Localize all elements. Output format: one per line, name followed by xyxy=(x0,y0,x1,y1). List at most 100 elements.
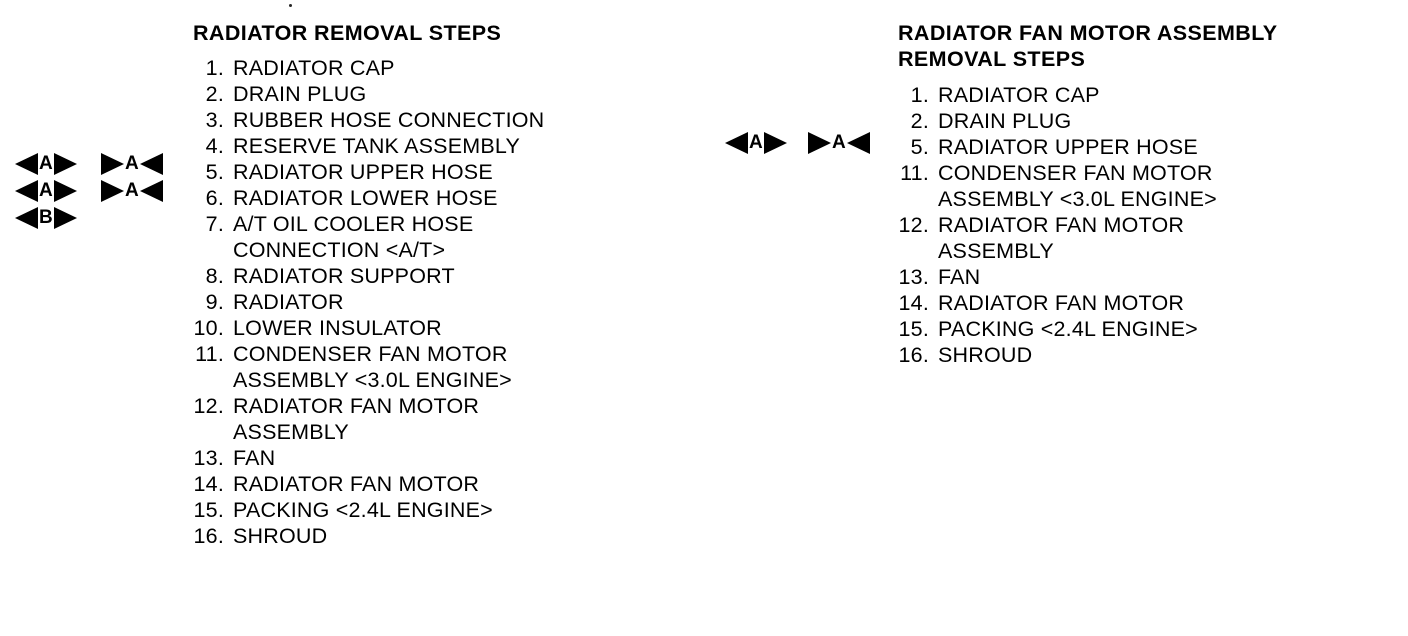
radiator-removal-step-item: 15.PACKING <2.4L ENGINE> xyxy=(186,497,656,523)
triangle-left-icon xyxy=(846,132,870,154)
fan-motor-removal-step-item: 1. RADIATOR CAP xyxy=(891,82,1371,108)
fan-motor-removal-step-item: 12. RADIATOR FAN MOTOR ASSEMBLY xyxy=(891,212,1371,264)
fan-motor-removal-step-item-number: 15. xyxy=(898,317,929,341)
fan-motor-removal-step-item-label: RADIATOR UPPER HOSE xyxy=(938,135,1198,159)
radiator-removal-step-item-number: 1. xyxy=(205,56,224,80)
radiator-removal-step-item-number: 5. xyxy=(205,160,224,184)
triangle-right-icon xyxy=(53,153,77,175)
radiator-removal-step-item-number: 15. xyxy=(193,498,224,522)
fan-motor-removal-step-item-number: 12. xyxy=(898,213,929,237)
radiator-removal-step-item-number: 7. xyxy=(205,212,224,236)
fan-motor-removal-step-item-number: 2. xyxy=(910,109,929,133)
radiator-removal-step-item-label: RUBBER HOSE CONNECTION xyxy=(233,108,545,132)
marker-letter: A xyxy=(125,153,139,174)
triangle-right-icon xyxy=(53,180,77,202)
reference-marker-a-outward: A xyxy=(725,132,787,154)
radiator-removal-step-item-label: CONDENSER FAN MOTOR ASSEMBLY <3.0L ENGIN… xyxy=(233,342,512,392)
triangle-right-icon xyxy=(763,132,787,154)
reference-marker-a-inward: A xyxy=(101,153,163,175)
radiator-removal-step-item-number: 2. xyxy=(205,82,224,106)
triangle-left-icon xyxy=(725,132,748,154)
scan-speck-artifact xyxy=(289,4,292,7)
radiator-removal-step-item-number: 4. xyxy=(205,134,224,158)
fan-motor-removal-step-item-label: FAN xyxy=(938,265,981,289)
triangle-left-icon xyxy=(15,207,38,229)
radiator-removal-step-item-number: 12. xyxy=(193,394,224,418)
fan-motor-removal-step-item-number: 1. xyxy=(910,83,929,107)
radiator-removal-step-item: 4. RESERVE TANK ASSEMBLY xyxy=(186,133,656,159)
radiator-removal-step-item-number: 10. xyxy=(193,316,224,340)
triangle-right-icon xyxy=(53,207,77,229)
fan-motor-removal-step-item-number: 13. xyxy=(898,265,929,289)
radiator-removal-step-item-label: RADIATOR CAP xyxy=(233,56,395,80)
radiator-removal-step-item-label: SHROUD xyxy=(233,524,328,548)
marker-letter: A xyxy=(39,180,53,201)
fan-motor-removal-step-item-number: 14. xyxy=(898,291,929,315)
fan-motor-removal-step-item: 16. SHROUD xyxy=(891,342,1371,368)
reference-marker-a-inward: A xyxy=(808,132,870,154)
marker-letter: A xyxy=(39,153,53,174)
triangle-right-icon xyxy=(808,132,831,154)
radiator-removal-step-item-label: RADIATOR UPPER HOSE xyxy=(233,160,493,184)
radiator-removal-step-item: 9.RADIATOR xyxy=(186,289,656,315)
fan-motor-removal-step-item-number: 5. xyxy=(910,135,929,159)
triangle-left-icon xyxy=(139,153,163,175)
triangle-left-icon xyxy=(15,180,38,202)
fan-motor-removal-step-item-label: RADIATOR CAP xyxy=(938,83,1100,107)
radiator-removal-step-item: 13. FAN xyxy=(186,445,656,471)
radiator-removal-step-item: 2. DRAIN PLUG xyxy=(186,81,656,107)
radiator-removal-step-item-number: 11. xyxy=(195,342,224,366)
radiator-removal-step-item-label: RADIATOR FAN MOTOR ASSEMBLY xyxy=(233,394,480,444)
fan-motor-removal-step-item-label: DRAIN PLUG xyxy=(938,109,1072,133)
right-section-heading: RADIATOR FAN MOTOR ASSEMBLY REMOVAL STEP… xyxy=(898,21,1278,71)
marker-letter: A xyxy=(832,132,846,153)
radiator-removal-step-item-label: RADIATOR FAN MOTOR xyxy=(233,472,480,496)
radiator-removal-step-item-label: RADIATOR SUPPORT xyxy=(233,264,455,288)
marker-letter: A xyxy=(749,132,763,153)
radiator-removal-step-item-number: 14. xyxy=(193,472,224,496)
fan-motor-removal-step-item: 14. RADIATOR FAN MOTOR xyxy=(891,290,1371,316)
marker-letter: A xyxy=(125,180,139,201)
triangle-left-icon xyxy=(139,180,163,202)
radiator-removal-step-item: 8. RADIATOR SUPPORT xyxy=(186,263,656,289)
fan-motor-removal-step-item-label: SHROUD xyxy=(938,343,1033,367)
radiator-removal-step-item: 12. RADIATOR FAN MOTOR ASSEMBLY xyxy=(186,393,656,445)
radiator-removal-step-item: 14. RADIATOR FAN MOTOR xyxy=(186,471,656,497)
radiator-removal-step-item: 1. RADIATOR CAP xyxy=(186,55,656,81)
reference-marker-b-outward: B xyxy=(15,207,77,229)
fan-motor-removal-step-item-label: RADIATOR FAN MOTOR xyxy=(938,291,1185,315)
fan-motor-removal-step-item: 11. CONDENSER FAN MOTOR ASSEMBLY <3.0L EN… xyxy=(891,160,1371,212)
reference-marker-a-outward: A xyxy=(15,180,77,202)
radiator-removal-step-item-label: RESERVE TANK ASSEMBLY xyxy=(233,134,520,158)
radiator-removal-step-item: 3. RUBBER HOSE CONNECTION xyxy=(186,107,656,133)
radiator-removal-step-item-number: 13. xyxy=(193,446,224,470)
radiator-removal-step-item: 10. LOWER INSULATOR xyxy=(186,315,656,341)
radiator-removal-step-item: 16. SHROUD xyxy=(186,523,656,549)
fan-motor-removal-step-item-label: CONDENSER FAN MOTOR ASSEMBLY <3.0L ENGIN… xyxy=(938,161,1217,211)
left-section-heading: RADIATOR REMOVAL STEPS xyxy=(193,21,502,45)
radiator-removal-step-item: 6. RADIATOR LOWER HOSE xyxy=(186,185,656,211)
fan-motor-removal-step-item: 5. RADIATOR UPPER HOSE xyxy=(891,134,1371,160)
radiator-removal-step-item-number: 16. xyxy=(193,524,224,548)
fan-motor-removal-step-item-number: 16. xyxy=(898,343,929,367)
fan-motor-removal-step-item-number: 11. xyxy=(900,161,929,185)
radiator-removal-step-item: 7.A/T OIL COOLER HOSE CONNECTION <A/T> xyxy=(186,211,656,263)
fan-motor-removal-step-item-label: PACKING <2.4L ENGINE> xyxy=(938,317,1198,341)
radiator-removal-step-item-label: DRAIN PLUG xyxy=(233,82,367,106)
radiator-fan-motor-assembly-removal-steps-list: 1. RADIATOR CAP 2. DRAIN PLUG 5. RADIATOR UPP… xyxy=(891,82,1371,368)
radiator-removal-step-item-label: RADIATOR LOWER HOSE xyxy=(233,186,498,210)
radiator-removal-step-item-number: 9. xyxy=(205,290,224,314)
radiator-removal-step-item-label: FAN xyxy=(233,446,276,470)
fan-motor-removal-step-item-label: RADIATOR FAN MOTOR ASSEMBLY xyxy=(938,213,1185,263)
radiator-removal-step-item-number: 3. xyxy=(205,108,224,132)
radiator-removal-step-item-number: 6. xyxy=(205,186,224,210)
radiator-removal-step-item-label: LOWER INSULATOR xyxy=(233,316,442,340)
triangle-left-icon xyxy=(15,153,38,175)
fan-motor-removal-step-item: 2. DRAIN PLUG xyxy=(891,108,1371,134)
radiator-removal-step-item-number: 8. xyxy=(205,264,224,288)
reference-marker-a-inward: A xyxy=(101,180,163,202)
fan-motor-removal-step-item: 13. FAN xyxy=(891,264,1371,290)
triangle-right-icon xyxy=(101,153,124,175)
marker-letter: B xyxy=(39,207,53,228)
fan-motor-removal-step-item: 15. PACKING <2.4L ENGINE> xyxy=(891,316,1371,342)
